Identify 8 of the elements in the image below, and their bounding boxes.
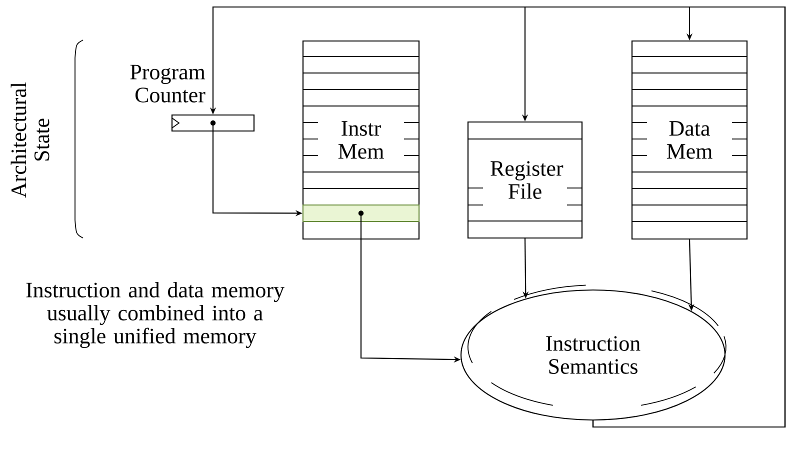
register-label: Program Counter: [130, 64, 206, 102]
highlighted-row: [302, 204, 420, 222]
arrow: [592, 6, 786, 428]
memory-block: Data Mem: [631, 40, 748, 240]
rotated-label: Architectural State: [10, 82, 50, 198]
note-text: Instruction and data memory usually combined into a single unified memory: [26, 282, 284, 348]
register-box: [171, 114, 255, 132]
memory-block: Register File: [467, 121, 583, 239]
